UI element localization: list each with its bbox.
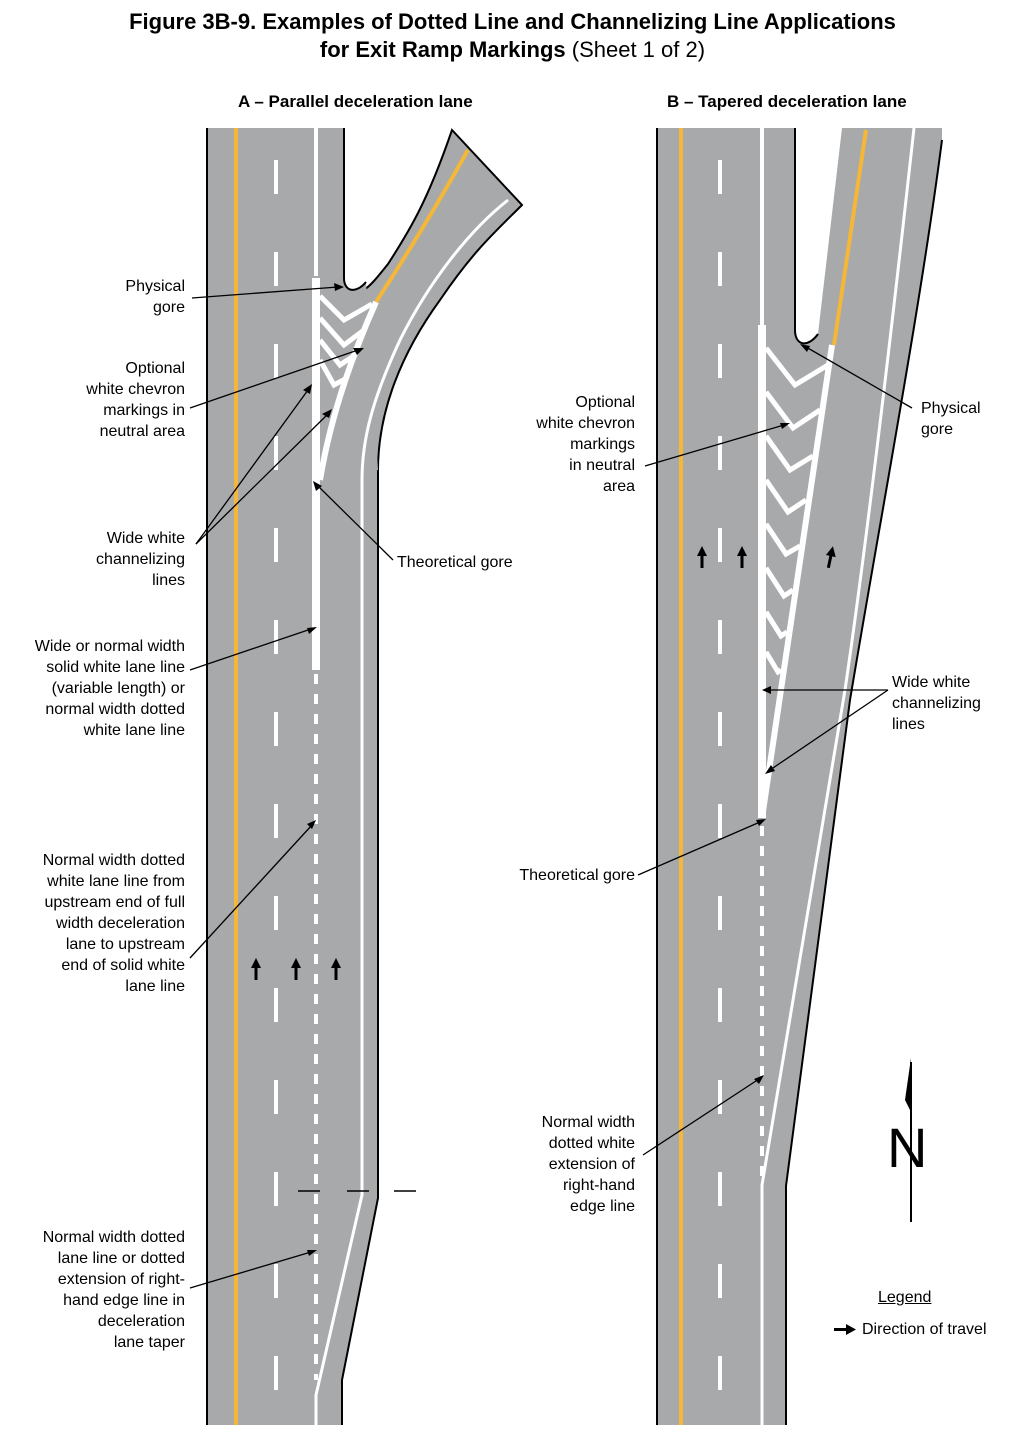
panel-a-theoretical-gore-label: Theoretical gore bbox=[397, 554, 513, 571]
panel-a-dotted-taper-label: Normal width dotted lane line or dotted … bbox=[42, 1229, 185, 1351]
panel-a-dotted-upstream-label: Normal width dotted white lane line from… bbox=[42, 852, 185, 995]
panel-a-roadway bbox=[206, 128, 524, 1425]
leader-arrowheads bbox=[303, 283, 810, 1256]
travel-arrow-icon bbox=[737, 546, 747, 568]
legend-direction-of-travel: Direction of travel bbox=[862, 1321, 987, 1338]
panel-b-optional-chevron-label: Optional white chevron markings in neutr… bbox=[536, 394, 635, 495]
panel-a-wide-channelizing-label: Wide white channelizing lines bbox=[96, 530, 185, 589]
panel-a-optional-chevron-label: Optional white chevron markings in neutr… bbox=[86, 360, 185, 440]
travel-arrow-icon bbox=[251, 958, 261, 980]
legend-title: Legend bbox=[878, 1289, 932, 1306]
figure-title-line2-bold: for Exit Ramp Markings bbox=[319, 37, 566, 62]
north-letter: N bbox=[887, 1116, 928, 1179]
travel-arrow-icon bbox=[331, 958, 341, 980]
legend-arrow-icon bbox=[834, 1324, 856, 1335]
panel-b-theoretical-gore-label: Theoretical gore bbox=[519, 867, 635, 884]
panel-b-dotted-extension-label: Normal width dotted white extension of r… bbox=[541, 1114, 635, 1215]
panel-a-title: A – Parallel deceleration lane bbox=[238, 92, 473, 111]
travel-arrow-icon bbox=[697, 546, 707, 568]
panel-b-wide-channelizing-label: Wide white channelizing lines bbox=[892, 674, 981, 733]
panel-a-physical-gore-label: Physical gore bbox=[125, 278, 185, 316]
panel-a-travel-arrows bbox=[251, 958, 341, 980]
panel-b-physical-gore-label: Physical gore bbox=[921, 400, 981, 438]
panel-b-title: B – Tapered deceleration lane bbox=[667, 92, 907, 111]
panel-b-pavement bbox=[657, 128, 942, 1425]
panel-a-solid-lane-line-label: Wide or normal width solid white lane li… bbox=[34, 638, 185, 739]
leader-lines bbox=[189, 286, 913, 1289]
panel-a-mainline-pavement bbox=[207, 128, 378, 1425]
travel-arrow-icon bbox=[291, 958, 301, 980]
figure-title: Figure 3B-9. Examples of Dotted Line and… bbox=[0, 8, 1025, 64]
panel-b-roadway bbox=[656, 127, 943, 1425]
travel-arrow-icon bbox=[825, 546, 836, 569]
figure-title-line2: for Exit Ramp Markings (Sheet 1 of 2) bbox=[0, 36, 1025, 64]
figure-sheet-label: (Sheet 1 of 2) bbox=[565, 37, 706, 62]
panel-b-travel-arrows bbox=[697, 546, 836, 569]
figure-title-line1: Figure 3B-9. Examples of Dotted Line and… bbox=[129, 9, 896, 34]
north-arrow-icon bbox=[905, 1058, 912, 1222]
